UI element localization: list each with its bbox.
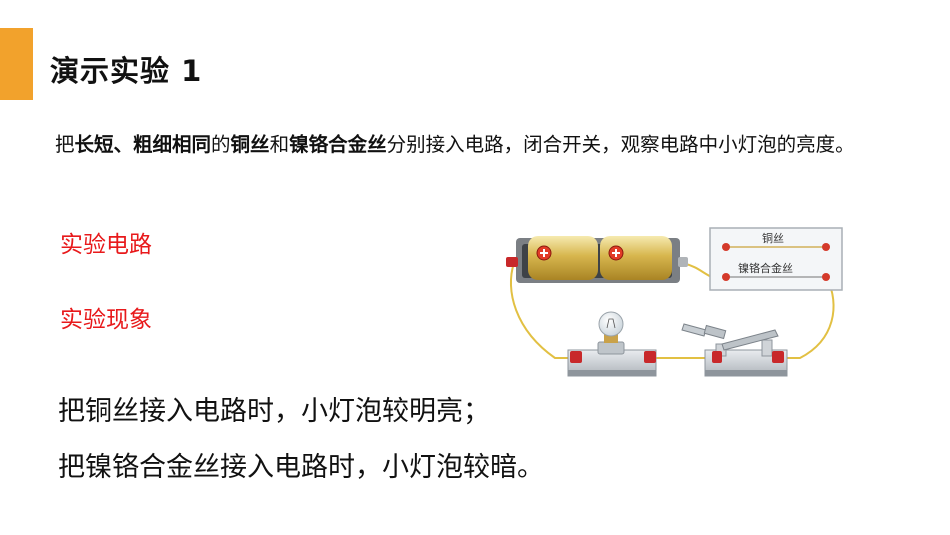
terminal [644,351,656,363]
terminal [722,273,730,281]
bulb-icon [598,311,624,337]
plus-icon [536,245,552,261]
terminal [570,351,582,363]
circuit-label: 实验电路 [60,232,152,258]
switch [681,323,788,377]
result-copper: 把铜丝接入电路时，小灯泡较明亮； [58,396,490,427]
plus-icon [608,245,624,261]
result-nichrome: 把镍铬合金丝接入电路时，小灯泡较暗。 [58,452,544,483]
intro-text: 的 [211,133,231,156]
terminal [772,351,784,363]
terminal [822,243,830,251]
page-title: 演示实验 1 [50,54,203,88]
nichrome-wire-label: 镍铬合金丝 [738,261,793,275]
battery-holder [506,236,688,283]
terminal [722,243,730,251]
terminal [822,273,830,281]
terminal [712,351,722,363]
terminal [506,257,518,267]
terminal [678,257,688,267]
circuit-diagram: 铜丝 镍铬合金丝 [506,227,843,377]
intro-paragraph: 把长短、粗细相同的铜丝和镍铬合金丝分别接入电路，闭合开关，观察电路中小灯泡的亮度… [55,124,885,165]
intro-text: 分别接入电路，闭合开关，观察电路中小灯泡的亮度。 [386,133,855,156]
title-accent-bar [0,28,33,100]
lamp [567,311,657,377]
phenomenon-label: 实验现象 [60,307,152,333]
wire-board: 铜丝 镍铬合金丝 [709,227,843,291]
intro-emphasis: 镍铬合金丝 [289,133,387,156]
intro-emphasis: 长短、粗细相同 [74,133,212,156]
intro-text: 把 [55,133,75,156]
intro-text: 和 [269,133,290,156]
intro-emphasis: 铜丝 [230,133,270,156]
copper-wire-label: 铜丝 [762,231,784,245]
